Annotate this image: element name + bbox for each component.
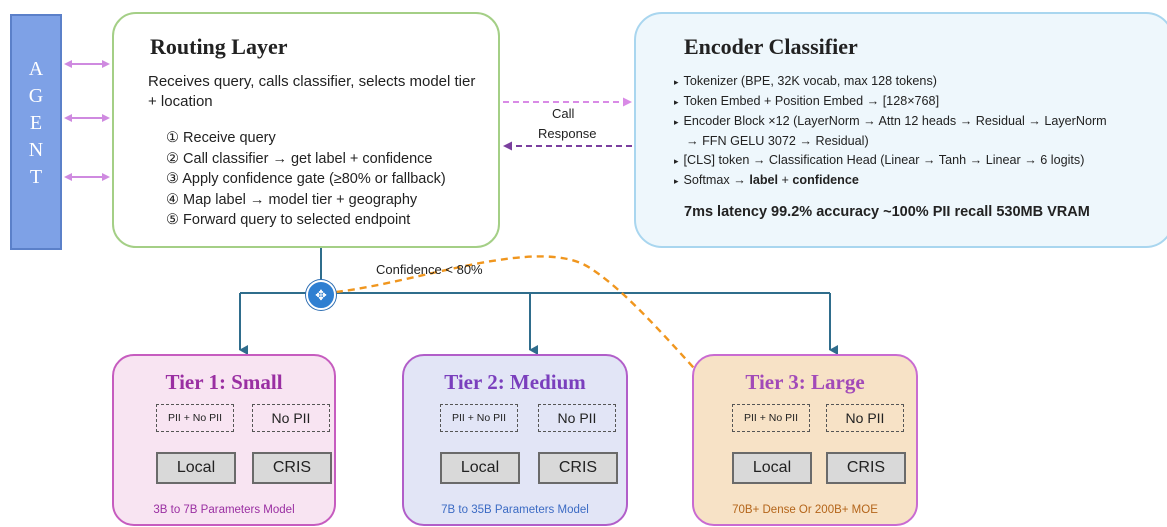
router-hub-glyph: ✥ (315, 287, 327, 303)
encoder-item-text: Tokenizer (BPE, 32K vocab, max 128 token… (683, 74, 937, 88)
confidence-label: Confidence < 80% (376, 262, 483, 277)
softmax-label: label (749, 173, 779, 187)
encoder-classifier-title: Encoder Classifier (684, 34, 858, 59)
response-label: Response (538, 126, 597, 141)
encoder-item: ▸ [CLS] token → Classification Head (Line… (674, 151, 1167, 171)
routing-layer-box: Routing Layer Receives query, calls clas… (112, 12, 500, 248)
routing-step: ① Receive query (166, 130, 276, 146)
tier-title: Tier 3: Large (745, 370, 865, 394)
routing-step: ② Call classifier → get label + confiden… (166, 150, 433, 167)
routing-layer-title: Routing Layer (150, 34, 288, 59)
agent-bar: A G E N T (10, 14, 62, 250)
routing-layer-description: Receives query, calls classifier, select… (148, 73, 476, 110)
softmax-plus: + (778, 173, 793, 187)
encoder-classifier-box: Encoder Classifier ▸ Tokenizer (BPE, 32K … (634, 12, 1167, 248)
agent-letter: E (29, 112, 43, 134)
tier-3-box: Tier 3: Large PII + No PII No PII Local … (692, 354, 918, 526)
encoder-item: ▸ Encoder Block ×12 (LayerNorm → Attn 12 … (674, 112, 1167, 132)
bullet-icon: ▸ (674, 156, 679, 166)
local-endpoint: Local (156, 452, 236, 484)
bullet-icon: ▸ (674, 117, 679, 127)
bullet-icon: ▸ (674, 97, 679, 107)
encoder-pipeline-list: ▸ Tokenizer (BPE, 32K vocab, max 128 toke… (674, 72, 1167, 191)
tier-title: Tier 1: Small (165, 370, 283, 394)
encoder-item-text: → FFN GELU 3072 → Residual) (686, 134, 869, 148)
pii-mixed-box: PII + No PII (440, 404, 518, 432)
pii-mixed-box: PII + No PII (732, 404, 810, 432)
encoder-item-continuation: → FFN GELU 3072 → Residual) (674, 132, 1167, 151)
encoder-item-text: [CLS] token → Classification Head (Linea… (683, 153, 1085, 167)
routing-step: ③ Apply confidence gate (≥80% or fallbac… (166, 171, 446, 187)
softmax-confidence: confidence (792, 173, 859, 187)
tier-footer: 70B+ Dense Or 200B+ MOE (732, 504, 878, 516)
encoder-item: ▸ Token Embed + Position Embed → [128×768… (674, 92, 1167, 112)
cris-endpoint: CRIS (538, 452, 618, 484)
tier-footer: 7B to 35B Parameters Model (441, 504, 589, 516)
tier-title: Tier 2: Medium (444, 370, 586, 394)
no-pii-box: No PII (826, 404, 904, 432)
cris-endpoint: CRIS (252, 452, 332, 484)
encoder-item-text: Encoder Block ×12 (LayerNorm → Attn 12 h… (683, 114, 1107, 128)
cris-endpoint: CRIS (826, 452, 906, 484)
routing-step: ④ Map label → model tier + geography (166, 191, 418, 208)
agent-label: A G E N T (12, 56, 60, 191)
local-endpoint: Local (440, 452, 520, 484)
softmax-prefix: Softmax → (683, 173, 750, 187)
agent-letter: G (28, 85, 44, 107)
call-label: Call (552, 106, 575, 121)
pii-mixed-box: PII + No PII (156, 404, 234, 432)
encoder-item: ▸ Tokenizer (BPE, 32K vocab, max 128 toke… (674, 72, 1167, 92)
tier-2-box: Tier 2: Medium PII + No PII No PII Local… (402, 354, 628, 526)
local-endpoint: Local (732, 452, 812, 484)
agent-letter: T (29, 166, 43, 188)
encoder-stats: 7ms latency 99.2% accuracy ~100% PII rec… (684, 204, 1090, 220)
encoder-item-text: Token Embed + Position Embed → [128×768] (683, 94, 940, 108)
no-pii-box: No PII (252, 404, 330, 432)
routing-step: ⑤ Forward query to selected endpoint (166, 212, 411, 228)
tier-1-box: Tier 1: Small PII + No PII No PII Local … (112, 354, 336, 526)
no-pii-box: No PII (538, 404, 616, 432)
bullet-icon: ▸ (674, 176, 679, 186)
encoder-item-softmax: ▸ Softmax → label + confidence (674, 171, 1167, 191)
bullet-icon: ▸ (674, 77, 679, 87)
agent-letter: A (28, 58, 44, 80)
router-hub-icon: ✥ (306, 280, 336, 310)
agent-letter: N (28, 139, 44, 161)
tier-footer: 3B to 7B Parameters Model (153, 504, 295, 516)
routing-steps-list: ① Receive query ② Call classifier → get … (166, 128, 446, 231)
